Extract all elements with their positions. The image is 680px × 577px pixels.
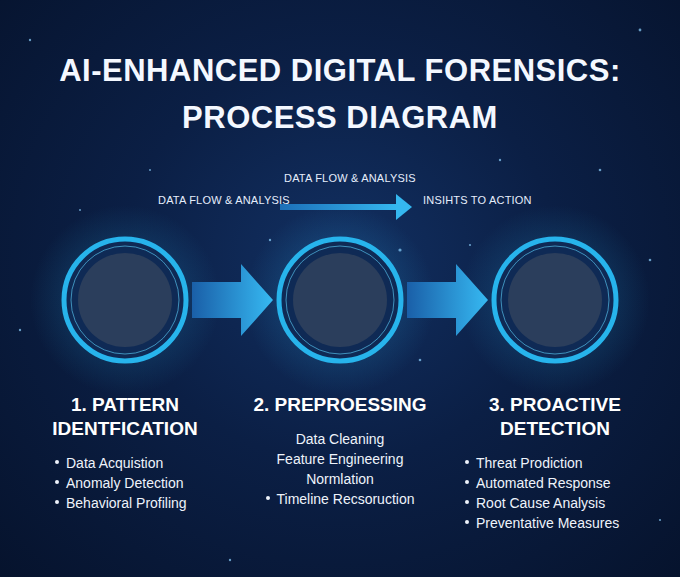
step-item: Automated Response	[476, 475, 611, 491]
bullet-dot	[465, 460, 469, 464]
circle-ring	[275, 235, 405, 365]
flow-label: INSIHTS TO ACTION	[423, 194, 532, 206]
step-item: Root Cause Analysis	[476, 495, 605, 511]
step-heading: 3. PROACTIVE DETECTION	[460, 393, 650, 441]
step-item: Behavioral Profiling	[66, 495, 187, 511]
bullet-row: Normlation	[235, 469, 445, 489]
bullet-dot	[465, 500, 469, 504]
process-circle: 1. PATTERN IDENTFICATION Data AcquistionA…	[20, 235, 230, 513]
bullet-row: Preventative Measures	[465, 513, 660, 533]
circle-outline	[60, 235, 190, 365]
bullet-row: Behavioral Profiling	[55, 493, 230, 513]
flow-label: DATA FLOW & ANALYSIS	[284, 172, 416, 184]
diagram-title: AI-ENHANCED DIGITAL FORENSICS: PROCESS D…	[40, 48, 640, 141]
bullet-dot	[465, 480, 469, 484]
step-item: Timeline Recsoruction	[277, 491, 415, 507]
bullet-dot	[55, 500, 59, 504]
bullet-row: Anomaly Detection	[55, 473, 230, 493]
step-item: Feature Engineering	[277, 451, 404, 467]
circle-ring	[490, 235, 620, 365]
bullet-dot	[266, 496, 270, 500]
bullet-dot	[55, 480, 59, 484]
step-item: Normlation	[306, 471, 374, 487]
flow-label: DATA FLOW & ANALYSIS	[158, 194, 290, 206]
circle-outline	[490, 235, 620, 365]
bullet-row: Data Cleaning	[235, 429, 445, 449]
process-circle: 3. PROACTIVE DETECTION Threat ProdictionA…	[450, 235, 660, 533]
step-item: Anomaly Detection	[66, 475, 184, 491]
step-heading: 1. PATTERN IDENTFICATION	[30, 393, 220, 441]
bullet-row: Data Acquistion	[55, 453, 230, 473]
bullet-dot	[465, 520, 469, 524]
step-item: Preventative Measures	[476, 515, 619, 531]
bullet-row: Feature Engineering	[235, 449, 445, 469]
circle-ring	[60, 235, 190, 365]
flow-arrow	[192, 264, 273, 336]
circle-outline	[275, 235, 405, 365]
bullet-row: Automated Response	[465, 473, 660, 493]
bullet-dot	[55, 460, 59, 464]
bullet-row: Root Cause Analysis	[465, 493, 660, 513]
step-item: Data Acquistion	[66, 455, 163, 471]
step-item: Threat Prodiction	[476, 455, 583, 471]
step-heading: 2. PREPROESSING	[245, 393, 435, 417]
flow-arrow	[407, 264, 488, 336]
bullet-row: Threat Prodiction	[465, 453, 660, 473]
process-circle: 2. PREPROESSING Data CleaningFeature Engi…	[235, 235, 445, 509]
bullet-row: Timeline Recsoruction	[235, 489, 445, 509]
step-item: Data Cleaning	[296, 431, 385, 447]
